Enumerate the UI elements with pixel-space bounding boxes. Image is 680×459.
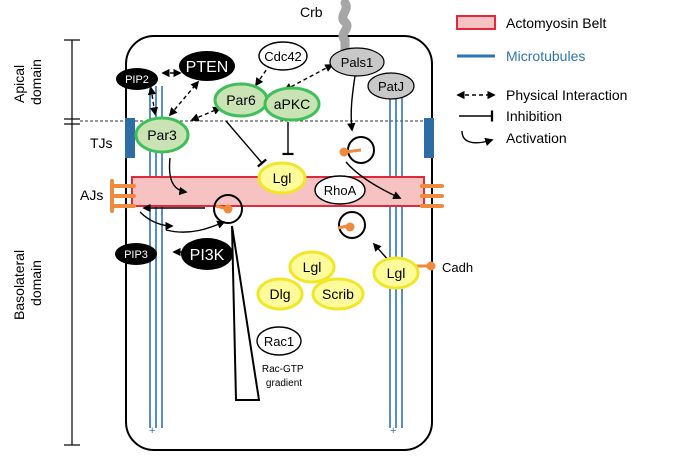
svg-text:Par6: Par6 xyxy=(226,92,256,108)
crb-protein xyxy=(338,0,352,61)
plus-end-right: + xyxy=(390,425,396,437)
node-pals1: Pals1 xyxy=(329,47,385,77)
node-cdc42: Cdc42 xyxy=(258,41,308,71)
svg-text:Par3: Par3 xyxy=(147,127,177,143)
node-pip2: PIP2 xyxy=(116,68,158,90)
basolateral-domain-label: Basolateral domain xyxy=(11,246,44,320)
microtubules-right xyxy=(389,84,403,428)
legend: Actomyosin Belt Microtubules Physical In… xyxy=(456,15,627,146)
node-lgl-center: Lgl xyxy=(257,161,307,195)
domain-bracket xyxy=(64,39,80,446)
node-lgl-cluster: Lgl xyxy=(288,250,336,284)
adherens-junction-left xyxy=(110,179,136,213)
svg-text:Cdc42: Cdc42 xyxy=(264,49,302,64)
svg-text:Lgl: Lgl xyxy=(303,259,322,275)
svg-text:PatJ: PatJ xyxy=(378,79,404,94)
svg-text:aPKC: aPKC xyxy=(274,96,311,112)
svg-text:RhoA: RhoA xyxy=(324,183,357,198)
node-rac1: Rac1 xyxy=(256,326,302,356)
cadh-label: Cadh xyxy=(442,260,473,275)
node-patj: PatJ xyxy=(367,72,415,100)
node-lgl-right: Lgl xyxy=(372,256,420,290)
legend-item-actomyosin-belt: Actomyosin Belt xyxy=(456,15,606,31)
node-pi3k: PI3K xyxy=(181,238,233,270)
node-pip3: PIP3 xyxy=(115,243,157,265)
node-apkc: aPKC xyxy=(263,86,321,122)
svg-text:Inhibition: Inhibition xyxy=(506,108,562,124)
svg-text:PIP3: PIP3 xyxy=(124,249,148,261)
svg-text:Microtubules: Microtubules xyxy=(506,48,585,64)
svg-text:PI3K: PI3K xyxy=(190,247,225,264)
plus-end-left: + xyxy=(149,425,155,437)
rac-gtp-gradient-label: Rac-GTP gradient xyxy=(262,364,306,389)
svg-text:Scrib: Scrib xyxy=(322,286,354,302)
svg-text:Dlg: Dlg xyxy=(269,286,290,302)
svg-text:PTEN: PTEN xyxy=(186,59,229,76)
svg-text:Pals1: Pals1 xyxy=(341,55,374,70)
crb-label: Crb xyxy=(300,4,323,20)
node-scrib: Scrib xyxy=(311,277,365,311)
legend-item-microtubules: Microtubules xyxy=(457,48,585,64)
tight-junction-right xyxy=(424,118,434,158)
legend-item-activation: Activation xyxy=(461,130,567,146)
vesicle xyxy=(339,136,375,164)
svg-text:Physical Interaction: Physical Interaction xyxy=(506,87,627,103)
adherens-junction-right xyxy=(420,184,444,208)
vesicle xyxy=(337,211,366,239)
svg-text:Rac1: Rac1 xyxy=(264,334,294,349)
legend-item-physical-interaction: Physical Interaction xyxy=(456,87,627,103)
vesicle xyxy=(213,194,243,224)
svg-text:Lgl: Lgl xyxy=(387,265,406,281)
ajs-label: AJs xyxy=(80,187,103,203)
tight-junction-left xyxy=(125,118,135,158)
svg-text:PIP2: PIP2 xyxy=(125,74,149,86)
rac-gtp-gradient xyxy=(231,225,261,401)
apical-domain-label: Apical domain xyxy=(11,59,44,105)
svg-text:Activation: Activation xyxy=(506,130,567,146)
tjs-label: TJs xyxy=(90,135,113,151)
cell-outline xyxy=(125,35,433,451)
interaction-arrows xyxy=(139,58,402,263)
node-rhoa: RhoA xyxy=(314,175,366,205)
node-par6: Par6 xyxy=(213,82,269,118)
legend-item-inhibition: Inhibition xyxy=(459,108,562,124)
node-pten: PTEN xyxy=(179,51,235,81)
svg-text:Lgl: Lgl xyxy=(273,170,292,186)
node-dlg: Dlg xyxy=(256,277,304,311)
node-par3: Par3 xyxy=(134,116,190,154)
svg-text:Actomyosin Belt: Actomyosin Belt xyxy=(506,15,606,31)
